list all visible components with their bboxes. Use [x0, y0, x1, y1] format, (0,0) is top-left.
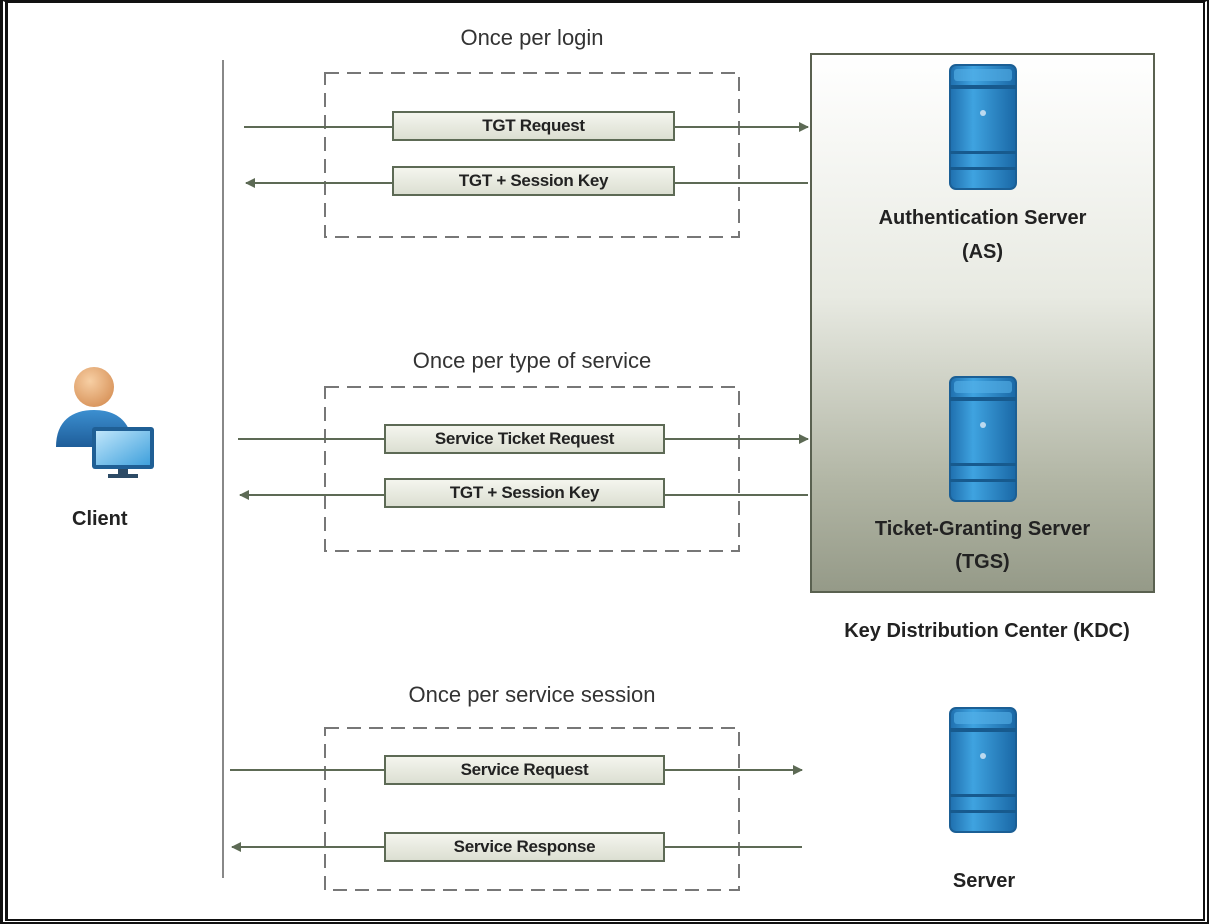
server-icon: [948, 63, 1018, 191]
message-service-ticket-request: Service Ticket Request: [384, 424, 665, 454]
kdc-label: Key Distribution Center (KDC): [844, 620, 1130, 642]
group-box-service-type: [324, 386, 740, 552]
user-computer-icon: [56, 367, 154, 478]
as-name: Authentication Server: [878, 207, 1087, 229]
tgs-name: Ticket-Granting Server: [874, 518, 1091, 540]
client-label: Client: [72, 508, 128, 530]
group-title-login: Once per login: [460, 25, 604, 50]
server-icon: [948, 706, 1018, 834]
server-label: Server: [952, 870, 1016, 892]
group-title-service-type: Once per type of service: [412, 348, 652, 373]
group-box-login: [324, 72, 740, 238]
message-tgt-session-key: TGT + Session Key: [392, 166, 675, 196]
message-service-request: Service Request: [384, 755, 665, 785]
group-box-service-session: [324, 727, 740, 891]
message-tgt-session-key: TGT + Session Key: [384, 478, 665, 508]
group-title-service-session: Once per service session: [408, 682, 656, 707]
server-icon: [948, 375, 1018, 503]
message-tgt-request: TGT Request: [392, 111, 675, 141]
as-abbr: (AS): [961, 241, 1004, 263]
message-service-response: Service Response: [384, 832, 665, 862]
tgs-abbr: (TGS): [955, 551, 1010, 573]
